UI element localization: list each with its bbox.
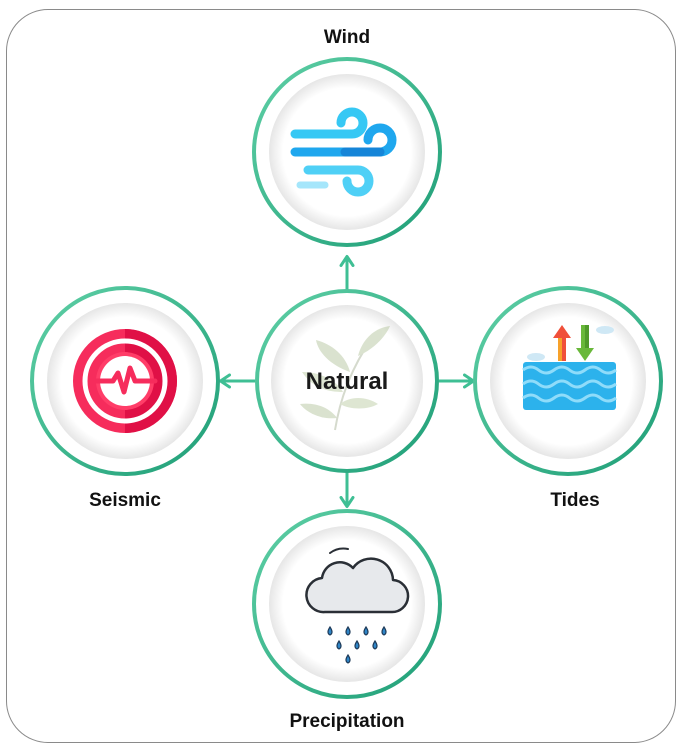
node-natural — [255, 289, 439, 473]
label-natural: Natural — [305, 368, 389, 395]
label-wind: Wind — [323, 27, 371, 48]
node-wind — [252, 57, 442, 247]
rain-cloud-icon — [305, 547, 410, 664]
label-seismic: Seismic — [89, 490, 161, 511]
node-precipitation — [252, 509, 442, 699]
node-tides — [473, 286, 663, 476]
leaf-branch-icon — [300, 326, 390, 431]
node-seismic — [30, 286, 220, 476]
label-tides: Tides — [550, 490, 600, 511]
connector-arrows — [219, 255, 475, 508]
seismic-pulse-icon — [73, 329, 177, 433]
tides-wave-icon — [522, 325, 617, 410]
wind-icon — [290, 107, 397, 197]
label-precipitation: Precipitation — [289, 711, 405, 732]
